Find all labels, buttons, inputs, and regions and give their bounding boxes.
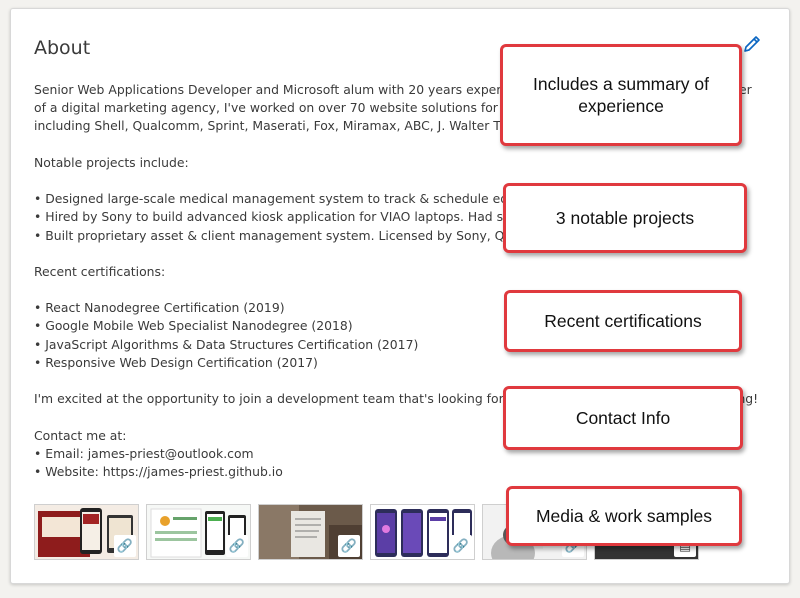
media-thumbnail[interactable]: 🔗: [258, 504, 363, 560]
callout-media: Media & work samples: [506, 486, 742, 546]
pencil-icon[interactable]: [741, 33, 763, 55]
summary-line: including Shell, Qualcomm, Sprint, Maser…: [34, 118, 517, 134]
link-icon: 🔗: [114, 535, 136, 557]
certs-heading: Recent certifications:: [34, 263, 166, 279]
summary-line: of a digital marketing agency, I've work…: [34, 100, 514, 116]
projects-heading: Notable projects include:: [34, 154, 189, 170]
callout-projects: 3 notable projects: [503, 183, 747, 253]
callout-contact: Contact Info: [503, 386, 743, 450]
section-title: About: [34, 37, 91, 59]
media-thumbnail[interactable]: 🔗: [146, 504, 251, 560]
link-icon: 🔗: [450, 535, 472, 557]
cert-item: • Google Mobile Web Specialist Nanodegre…: [34, 318, 353, 334]
cert-item: • JavaScript Algorithms & Data Structure…: [34, 336, 419, 352]
contact-website: • Website: https://james-priest.github.i…: [34, 463, 283, 479]
cert-item: • Responsive Web Design Certification (2…: [34, 354, 318, 370]
callout-certifications: Recent certifications: [504, 290, 742, 352]
project-item: • Designed large-scale medical managemen…: [34, 191, 523, 207]
link-icon: 🔗: [338, 535, 360, 557]
summary-line: Senior Web Applications Developer and Mi…: [34, 81, 774, 99]
callout-summary: Includes a summary of experience: [500, 44, 742, 146]
contact-email: • Email: james-priest@outlook.com: [34, 445, 254, 461]
project-item: • Hired by Sony to build advanced kiosk …: [34, 209, 518, 225]
summary-tail: er: [739, 82, 752, 97]
media-thumbnail[interactable]: 🔗: [370, 504, 475, 560]
cert-item: • React Nanodegree Certification (2019): [34, 300, 285, 316]
project-item: • Built proprietary asset & client manag…: [34, 227, 524, 243]
contact-heading: Contact me at:: [34, 427, 127, 443]
link-icon: 🔗: [226, 535, 248, 557]
media-thumbnail[interactable]: 🔗: [34, 504, 139, 560]
about-description: Senior Web Applications Developer and Mi…: [34, 81, 774, 481]
